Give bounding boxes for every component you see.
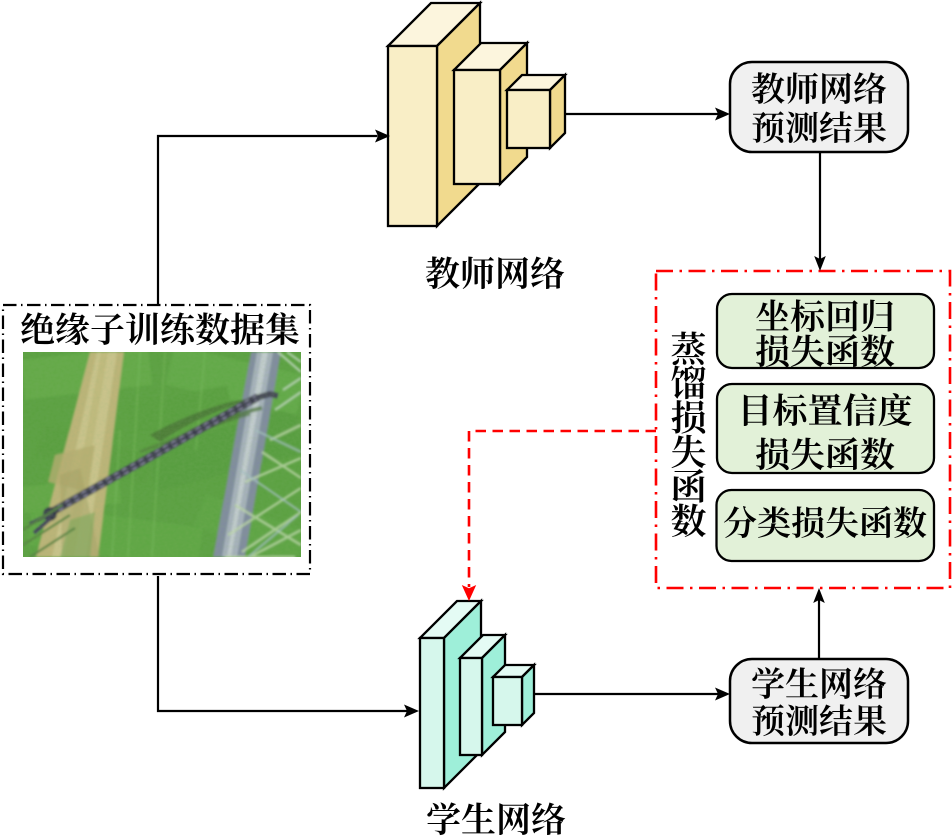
svg-text:数: 数 xyxy=(670,494,706,545)
svg-text:坐标回归: 坐标回归 xyxy=(755,290,895,340)
svg-text:学生网络: 学生网络 xyxy=(426,793,566,839)
svg-text:损失函数: 损失函数 xyxy=(755,325,895,375)
svg-text:损失函数: 损失函数 xyxy=(755,428,895,478)
svg-text:损: 损 xyxy=(670,391,706,442)
svg-text:蒸: 蒸 xyxy=(670,322,706,373)
svg-text:失: 失 xyxy=(670,425,706,476)
svg-text:分类损失函数: 分类损失函数 xyxy=(723,496,927,545)
svg-text:预测结果: 预测结果 xyxy=(751,101,887,150)
svg-text:教师网络: 教师网络 xyxy=(751,62,887,111)
svg-text:函: 函 xyxy=(670,460,706,511)
svg-text:绝缘子训练数据集: 绝缘子训练数据集 xyxy=(20,303,300,353)
svg-text:馏: 馏 xyxy=(670,356,706,407)
svg-text:学生网络: 学生网络 xyxy=(751,657,887,706)
svg-text:教师网络: 教师网络 xyxy=(425,247,565,297)
svg-text:预测结果: 预测结果 xyxy=(751,694,887,743)
svg-text:目标置信度: 目标置信度 xyxy=(737,384,912,434)
